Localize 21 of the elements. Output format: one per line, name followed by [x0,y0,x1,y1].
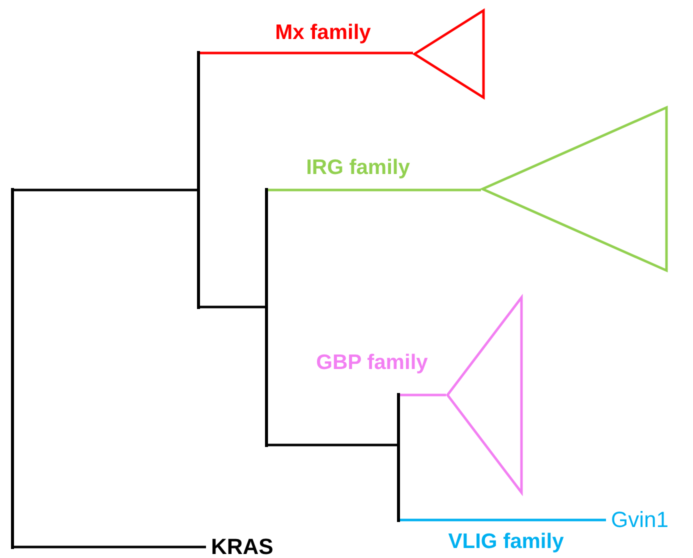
branch-line [200,52,413,54]
branch-line [14,188,197,192]
branch-bar [397,393,400,522]
branch-line [268,444,397,446]
branch-bar [197,51,200,309]
branch-line [14,546,206,548]
collapsed-clade-triangle [446,296,523,494]
leaf-label: Gvin1 [606,506,692,534]
clade-label: VLIG family [448,530,564,554]
branch-bar [11,188,14,549]
branch-bar [265,188,268,447]
branch-line [400,518,606,522]
leaf-label: KRAS [206,533,286,558]
clade-label: GBP family [316,351,428,375]
clade-label: IRG family [306,156,410,180]
collapsed-clade-triangle [413,9,485,99]
branch-line [200,306,265,308]
branch-line [400,394,446,396]
clade-label: Mx family [275,21,371,45]
branch-line [268,188,481,192]
collapsed-clade-triangle [481,106,668,272]
